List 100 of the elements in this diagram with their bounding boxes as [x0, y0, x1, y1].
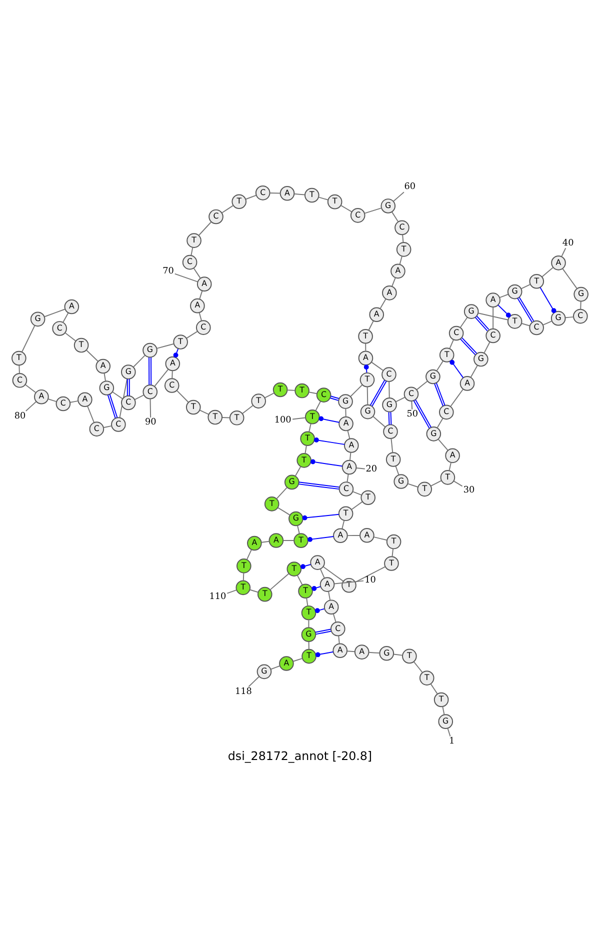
node-text: 20 — [366, 464, 378, 475]
connector — [292, 417, 306, 420]
connector — [112, 392, 124, 400]
caption: dsi_28172_annot [-20.8] — [228, 748, 372, 763]
connector — [270, 665, 280, 670]
node-circle: A — [324, 600, 339, 614]
node-circle: C — [338, 482, 354, 496]
connector — [198, 312, 202, 322]
connector — [411, 400, 413, 410]
connector — [354, 566, 386, 583]
connector — [308, 392, 318, 394]
connector — [364, 208, 382, 214]
node-circle: A — [551, 256, 566, 270]
connector — [364, 364, 369, 373]
node-circle: T — [232, 194, 246, 210]
node-circle: T — [74, 338, 89, 353]
node-circle: T — [302, 648, 316, 664]
node-circle: G — [379, 646, 394, 661]
connector — [450, 360, 464, 378]
connector — [318, 196, 329, 200]
connector — [470, 364, 478, 378]
node-circle: C — [52, 321, 67, 336]
node-text: 30 — [463, 485, 475, 496]
connector — [484, 342, 490, 354]
connector — [22, 325, 36, 352]
node-circle: T — [417, 482, 432, 497]
node-circle: G — [550, 310, 566, 326]
connector — [308, 423, 312, 432]
connector — [315, 651, 334, 658]
node-circle: A — [196, 276, 212, 292]
node-circle: A — [369, 307, 384, 322]
connector — [190, 246, 194, 256]
node-circle: C — [255, 186, 270, 200]
node-circle: T — [402, 648, 417, 664]
connector — [392, 548, 394, 558]
connector — [264, 392, 275, 398]
node-circle: A — [332, 643, 348, 658]
connector — [134, 394, 144, 400]
connector — [347, 430, 350, 440]
connector — [199, 290, 203, 300]
node-circle: T — [286, 562, 302, 576]
connector — [368, 320, 374, 330]
connector — [352, 491, 362, 496]
connector — [540, 287, 556, 314]
node-circle: T — [360, 490, 376, 506]
node-circle: G — [121, 364, 136, 380]
node-circle: T — [338, 506, 354, 522]
node-circle: C — [142, 384, 158, 400]
node-circle: G — [574, 286, 588, 302]
node-circle: T — [257, 586, 272, 602]
node-circle: T — [264, 496, 280, 512]
node-circle: A — [382, 286, 397, 300]
node-circle: T — [300, 431, 315, 446]
node-circle: C — [383, 424, 398, 439]
node-circle: T — [173, 334, 188, 350]
connector — [292, 658, 303, 662]
node-circle: A — [358, 350, 374, 366]
node-circle: A — [390, 264, 406, 279]
connector — [356, 467, 366, 470]
connector — [413, 399, 432, 429]
connector — [562, 268, 578, 290]
connector — [304, 445, 307, 454]
node-circle: A — [460, 376, 475, 391]
connector — [126, 378, 130, 396]
node-circle: T — [529, 274, 544, 289]
node-circle: T — [251, 394, 266, 408]
node-circle: C — [529, 320, 544, 336]
connector — [314, 438, 346, 445]
connector — [388, 381, 390, 398]
connector — [287, 390, 296, 391]
node-circle: G — [256, 664, 272, 680]
connector — [542, 320, 552, 326]
node-circle: A — [333, 528, 348, 544]
node-circle: C — [208, 209, 224, 224]
connector — [270, 573, 290, 590]
node-circle: T — [419, 670, 434, 686]
connector — [226, 590, 237, 594]
node-circle: G — [426, 369, 440, 384]
node-circle: A — [190, 298, 205, 314]
node-circle: A — [96, 358, 111, 374]
connector — [245, 194, 257, 200]
connector — [368, 652, 380, 654]
connector — [388, 412, 392, 426]
connector — [346, 650, 355, 652]
connector — [44, 308, 66, 318]
connector — [132, 354, 146, 368]
connector — [374, 536, 388, 541]
connector — [48, 398, 57, 402]
connector — [261, 540, 270, 543]
node-text: 110 — [209, 592, 226, 602]
connector — [156, 343, 174, 349]
connector — [104, 372, 106, 382]
node-circle: G — [380, 198, 396, 214]
node-circle: A — [338, 416, 354, 432]
connector — [174, 273, 198, 282]
node-circle: G — [284, 474, 300, 490]
connector — [453, 480, 463, 487]
node-circle: A — [280, 186, 295, 201]
node-circle: C — [89, 422, 104, 436]
node-circle: T — [294, 533, 308, 548]
